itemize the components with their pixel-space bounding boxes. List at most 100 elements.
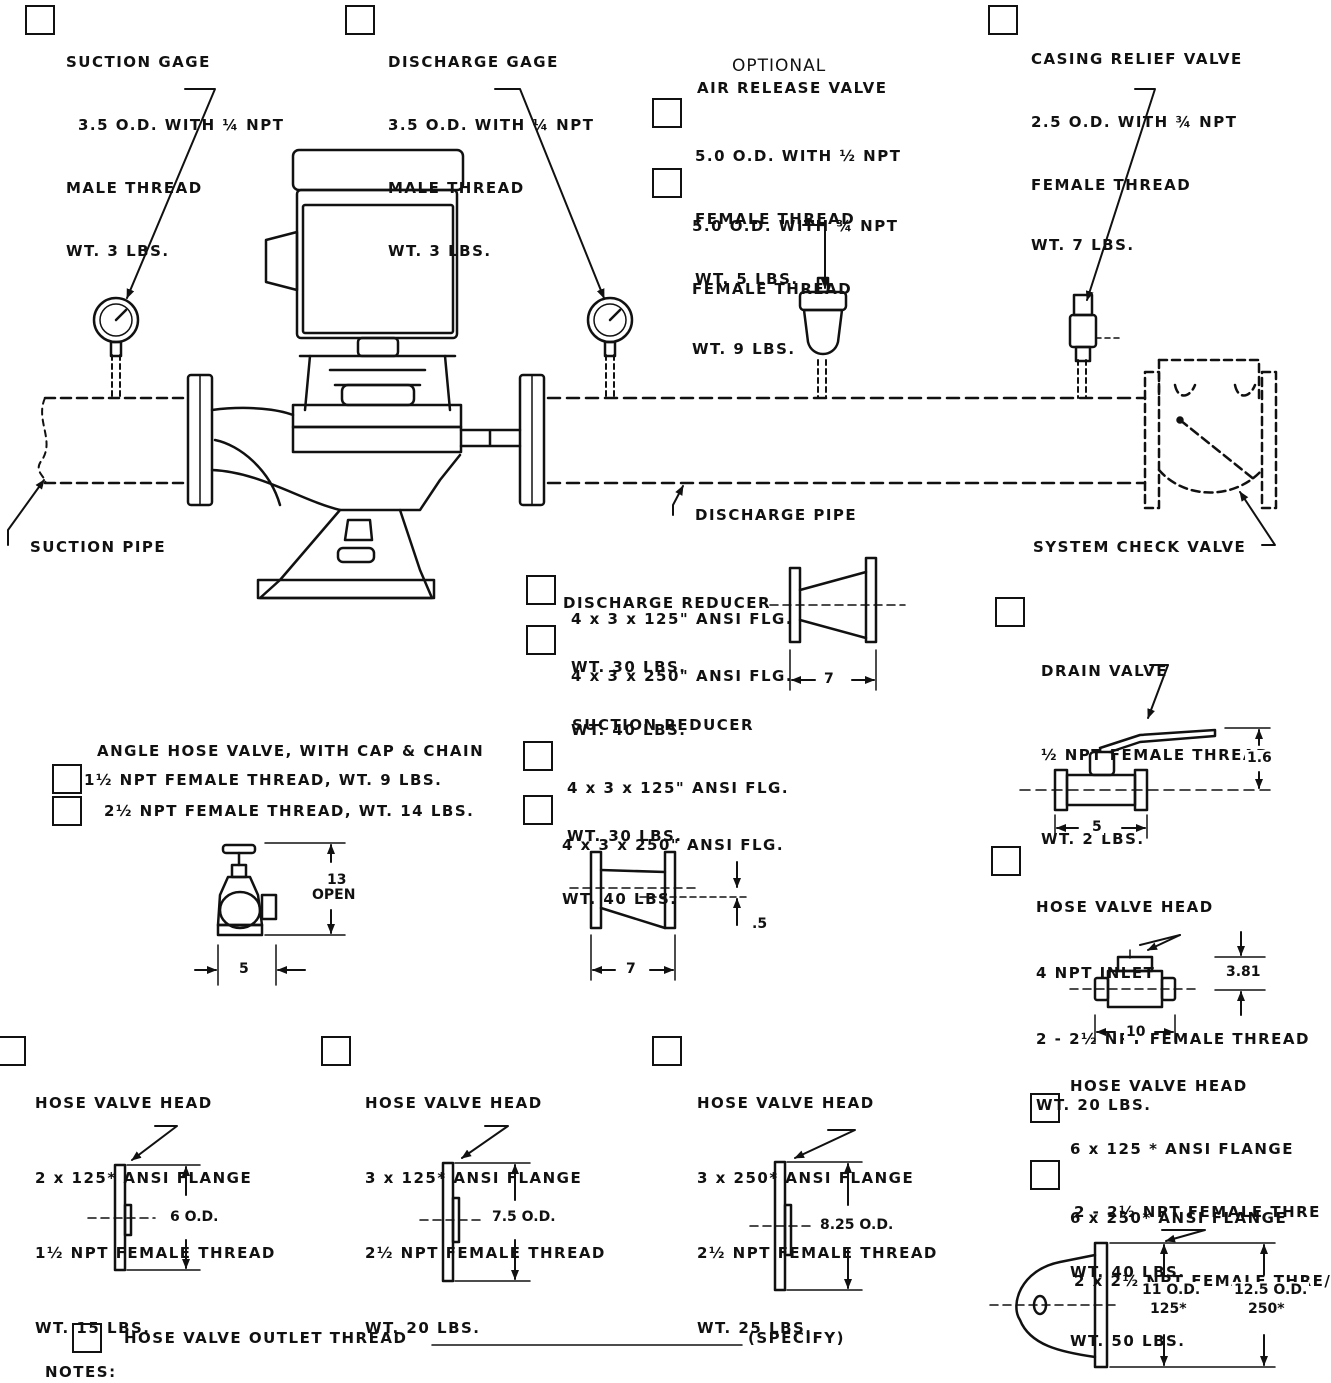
checkbox-suction-gage[interactable] (25, 5, 55, 35)
checkbox-angle-hose-25[interactable] (52, 796, 82, 826)
air-release-opt1: 5.0 O.D. WITH ½ NPT FEMALE THREAD WT. 5 … (695, 104, 901, 307)
hose-head-3x250-thread: 2½ NPT FEMALE THREAD (697, 1244, 938, 1262)
discharge-reducer-opt2-spec: 4 x 3 x 250" ANSI FLG. (571, 667, 794, 685)
hose-head-6-opt1-flange: 6 x 125 * ANSI FLANGE (1070, 1140, 1294, 1158)
air-release-opt1-spec: 5.0 O.D. WITH ½ NPT (695, 147, 902, 165)
angle-hose-height: 13 (325, 872, 349, 888)
checkbox-hose-head-6x125[interactable] (1030, 1093, 1060, 1123)
discharge-reducer-length: 7 (822, 671, 836, 687)
air-release-opt2-weight: WT. 9 LBS. (692, 340, 796, 358)
checkbox-discharge-reducer-125[interactable] (526, 575, 556, 605)
hose-head-3x250-weight: WT. 25 LBS. (697, 1319, 813, 1337)
hose-head-3x125-icon (419, 1125, 531, 1283)
checkbox-hose-head-6x250[interactable] (1030, 1160, 1060, 1190)
air-release-opt1-weight: WT. 5 LBS. (695, 270, 799, 288)
angle-hose-width: 5 (237, 961, 251, 977)
hose-head-2x125-od: 6 O.D. (168, 1209, 221, 1225)
hose-head-6-opt1-weight: WT. 40 LBS. (1070, 1263, 1186, 1281)
hose-head-6-dim-b: 12.5 O.D. (1232, 1282, 1310, 1298)
hose-head-3x125-weight: WT. 20 LBS. (365, 1319, 481, 1337)
suction-gage-thread: MALE THREAD (66, 179, 203, 197)
checkbox-suction-reducer-125[interactable] (523, 741, 553, 771)
hose-head-4npt-title: HOSE VALVE HEAD (1036, 898, 1214, 916)
discharge-reducer-opt1-weight: WT. 30 LBS. (571, 658, 687, 676)
suction-reducer-title: SUCTION REDUCER (572, 716, 755, 734)
discharge-reducer-opt2: 4 x 3 x 250" ANSI FLG. WT. 40 LBS. (571, 631, 793, 757)
checkbox-hose-head-3x125[interactable] (321, 1036, 351, 1066)
hose-head-3x125-flange: 3 x 125* ANSI FLANGE (365, 1169, 583, 1187)
discharge-gage-weight: WT. 3 LBS. (388, 242, 492, 260)
hose-head-6-opt2-weight: WT. 50 LBS. (1070, 1332, 1186, 1350)
checkbox-discharge-reducer-250[interactable] (526, 625, 556, 655)
drain-valve-icon (1019, 664, 1271, 839)
suction-reducer-opt1: 4 x 3 x 125" ANSI FLG. WT. 30 LBS. (567, 748, 789, 860)
drain-valve-length: 5 (1090, 819, 1104, 835)
casing-relief-label: CASING RELIEF VALVE 2.5 O.D. WITH ¾ NPT … (1031, 7, 1243, 273)
checkbox-casing-relief[interactable] (988, 5, 1018, 35)
hose-head-4npt-weight: WT. 20 LBS. (1036, 1096, 1152, 1114)
checkbox-outlet-thread[interactable] (72, 1323, 102, 1353)
hose-head-6-opt1-thread: 2 - 2½ NPT FEMALE THRE (1074, 1203, 1321, 1221)
suction-reducer-opt2-weight: WT. 40 LBS. (562, 890, 678, 908)
outlet-thread-specify: (SPECIFY) (748, 1329, 845, 1347)
checkbox-air-release-three-quarter[interactable] (652, 168, 682, 198)
discharge-reducer-opt2-weight: WT. 40 LBS. (571, 721, 687, 739)
discharge-reducer-icon (769, 556, 906, 691)
hose-head-6-opt2: 6 x 250* ANSI FLANGE 2 x 2½ NPT FEMALE T… (1070, 1166, 1331, 1370)
hose-head-2x125-thread: 1½ NPT FEMALE THREAD (35, 1244, 276, 1262)
drain-valve-thread: ½ NPT FEMALE THREAD (1041, 746, 1270, 764)
checkbox-suction-reducer-250[interactable] (523, 795, 553, 825)
angle-hose-opt1: 1½ NPT FEMALE THREAD, WT. 9 LBS. (84, 771, 443, 789)
check-valve-label: SYSTEM CHECK VALVE (1033, 538, 1247, 556)
suction-gage-weight: WT. 3 LBS. (66, 242, 170, 260)
system-check-valve-icon (1143, 358, 1278, 510)
hose-head-6-opt2-flange: 6 x 250* ANSI FLANGE (1070, 1209, 1288, 1227)
checkbox-discharge-gage[interactable] (345, 5, 375, 35)
checkbox-hose-head-2x125[interactable] (0, 1036, 26, 1066)
suction-reducer-opt1-spec: 4 x 3 x 125" ANSI FLG. (567, 779, 790, 797)
suction-reducer-opt2-spec: 4 x 3 x 250" ANSI FLG. (562, 836, 785, 854)
hose-head-4npt-length: 10 (1124, 1024, 1148, 1040)
suction-pipe (43, 396, 190, 485)
hose-head-6-dim-b-rating: 250* (1246, 1301, 1287, 1317)
discharge-reducer-label: DISCHARGE REDUCER (563, 551, 771, 635)
suction-gage-icon (92, 296, 140, 358)
angle-hose-opt2: 2½ NPT FEMALE THREAD, WT. 14 LBS. (104, 802, 475, 820)
air-release-opt2-spec: 5.0 O.D. WITH ¾ NPT (692, 217, 899, 235)
discharge-pipe-label: DISCHARGE PIPE (695, 506, 858, 524)
checkbox-drain-valve[interactable] (995, 597, 1025, 627)
hose-head-4npt-thread: 2 - 2½ NPT FEMALE THREAD (1036, 1030, 1310, 1048)
casing-relief-title: CASING RELIEF VALVE (1031, 50, 1243, 68)
hose-head-3x250-label: HOSE VALVE HEAD 3 x 250* ANSI FLANGE 2½ … (697, 1041, 938, 1366)
suction-pipe-label: SUCTION PIPE (30, 538, 167, 556)
angle-hose-height-note: OPEN (310, 887, 358, 903)
checkbox-hose-head-3x250[interactable] (652, 1036, 682, 1066)
hose-head-3x250-icon (749, 1129, 863, 1292)
hose-head-3x125-od: 7.5 O.D. (490, 1209, 558, 1225)
hose-head-3x250-title: HOSE VALVE HEAD (697, 1094, 875, 1112)
discharge-pipe (546, 396, 1147, 485)
suction-reducer-opt1-weight: WT. 30 LBS. (567, 827, 683, 845)
suction-reducer-length: 7 (624, 961, 638, 977)
checkbox-air-release-half[interactable] (652, 98, 682, 128)
angle-hose-valve-icon (194, 842, 346, 986)
casing-relief-valve-icon (1068, 293, 1121, 363)
drain-valve-title: DRAIN VALVE (1041, 662, 1169, 680)
hose-head-6-dim-a: 11 O.D. (1140, 1282, 1203, 1298)
hose-head-3x125-title: HOSE VALVE HEAD (365, 1094, 543, 1112)
suction-reducer-offset: .5 (750, 916, 770, 932)
suction-pipe-break (37, 397, 48, 484)
casing-relief-spec: 2.5 O.D. WITH ¾ NPT (1031, 113, 1238, 131)
checkbox-hose-head-4npt[interactable] (991, 846, 1021, 876)
hose-head-4npt-icon (1069, 931, 1266, 1043)
discharge-gage-icon (586, 296, 634, 358)
checkbox-angle-hose-15[interactable] (52, 764, 82, 794)
pump-motor (186, 148, 546, 600)
hose-head-4npt-label: HOSE VALVE HEAD 4 NPT INLET 2 - 2½ NPT F… (1036, 852, 1310, 1138)
hose-head-4npt-inlet: 4 NPT INLET (1036, 964, 1156, 982)
hose-head-2x125-icon (87, 1125, 201, 1272)
suction-gage-spec: 3.5 O.D. WITH ¼ NPT (78, 116, 285, 134)
hose-head-3x250-flange: 3 x 250* ANSI FLANGE (697, 1169, 915, 1187)
hose-head-6-opt2-thread: 2 x 2½ NPT FEMALE THRE/ (1074, 1272, 1331, 1290)
